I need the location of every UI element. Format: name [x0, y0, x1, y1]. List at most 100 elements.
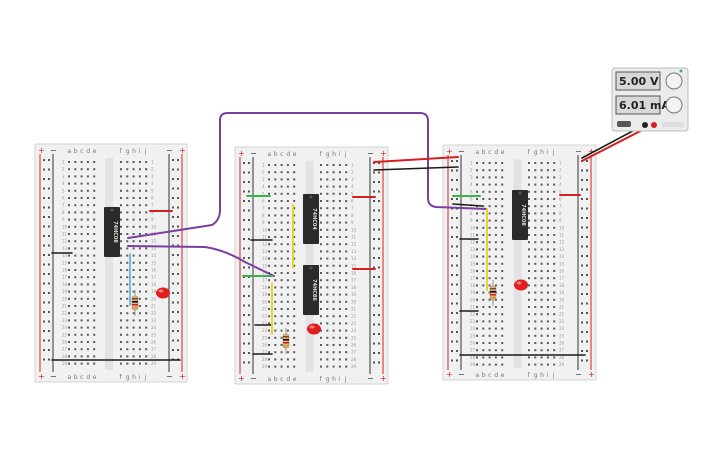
terminal-hole[interactable] — [80, 175, 83, 178]
terminal-hole[interactable] — [546, 284, 549, 287]
terminal-hole[interactable] — [293, 365, 296, 368]
rail-hole[interactable] — [172, 349, 174, 351]
terminal-hole[interactable] — [546, 212, 549, 215]
rail-hole[interactable] — [48, 263, 50, 266]
rail-hole[interactable] — [48, 292, 50, 294]
terminal-hole[interactable] — [553, 241, 556, 244]
terminal-hole[interactable] — [68, 362, 70, 365]
terminal-hole[interactable] — [332, 214, 335, 217]
terminal-hole[interactable] — [74, 312, 77, 315]
terminal-hole[interactable] — [145, 290, 148, 293]
terminal-hole[interactable] — [68, 254, 70, 257]
terminal-hole[interactable] — [138, 197, 141, 199]
terminal-hole[interactable] — [80, 247, 83, 250]
terminal-hole[interactable] — [280, 329, 283, 332]
terminal-hole[interactable] — [494, 212, 497, 215]
terminal-hole[interactable] — [482, 169, 485, 172]
rail-hole[interactable] — [456, 255, 458, 257]
terminal-hole[interactable] — [345, 257, 348, 260]
rail-hole[interactable] — [177, 320, 179, 323]
rail-hole[interactable] — [243, 219, 245, 221]
terminal-hole[interactable] — [338, 171, 341, 174]
terminal-hole[interactable] — [138, 319, 141, 322]
terminal-hole[interactable] — [145, 276, 148, 279]
terminal-hole[interactable] — [482, 306, 485, 308]
terminal-hole[interactable] — [326, 293, 329, 296]
terminal-hole[interactable] — [540, 234, 543, 236]
terminal-hole[interactable] — [274, 200, 277, 202]
terminal-hole[interactable] — [145, 225, 148, 228]
rail-hole[interactable] — [378, 295, 380, 297]
terminal-hole[interactable] — [338, 214, 341, 217]
terminal-hole[interactable] — [126, 319, 129, 322]
rail-hole[interactable] — [456, 179, 458, 181]
terminal-hole[interactable] — [68, 197, 70, 199]
terminal-hole[interactable] — [320, 214, 322, 217]
terminal-hole[interactable] — [120, 189, 122, 192]
rail-hole[interactable] — [451, 312, 453, 314]
rail-hole[interactable] — [456, 160, 458, 162]
terminal-hole[interactable] — [280, 336, 283, 339]
terminal-hole[interactable] — [488, 219, 491, 222]
terminal-hole[interactable] — [286, 257, 289, 260]
terminal-hole[interactable] — [528, 162, 530, 164]
terminal-hole[interactable] — [120, 261, 122, 264]
rail-hole[interactable] — [177, 235, 179, 237]
rail-hole[interactable] — [373, 295, 375, 297]
terminal-hole[interactable] — [293, 329, 296, 332]
terminal-hole[interactable] — [145, 218, 148, 221]
terminal-hole[interactable] — [138, 182, 141, 185]
terminal-hole[interactable] — [540, 356, 543, 359]
terminal-hole[interactable] — [293, 257, 296, 260]
terminal-hole[interactable] — [488, 255, 491, 258]
rail-hole[interactable] — [243, 209, 245, 212]
terminal-hole[interactable] — [326, 308, 329, 310]
rail-hole[interactable] — [177, 263, 179, 266]
terminal-hole[interactable] — [145, 305, 148, 307]
terminal-hole[interactable] — [320, 185, 322, 188]
terminal-hole[interactable] — [145, 269, 148, 271]
rail-hole[interactable] — [451, 302, 453, 305]
terminal-hole[interactable] — [132, 319, 135, 322]
terminal-hole[interactable] — [68, 341, 70, 343]
terminal-hole[interactable] — [132, 290, 135, 293]
terminal-hole[interactable] — [553, 313, 556, 316]
terminal-hole[interactable] — [274, 192, 277, 195]
terminal-hole[interactable] — [80, 362, 83, 365]
terminal-hole[interactable] — [120, 290, 122, 293]
terminal-hole[interactable] — [501, 198, 504, 200]
terminal-hole[interactable] — [494, 313, 497, 316]
terminal-hole[interactable] — [488, 298, 491, 301]
terminal-hole[interactable] — [540, 334, 543, 337]
terminal-hole[interactable] — [268, 221, 270, 224]
rail-hole[interactable] — [248, 295, 250, 297]
terminal-hole[interactable] — [74, 225, 77, 228]
terminal-hole[interactable] — [338, 228, 341, 231]
terminal-hole[interactable] — [540, 162, 543, 164]
rail-hole[interactable] — [43, 225, 45, 228]
terminal-hole[interactable] — [86, 161, 89, 163]
rail-hole[interactable] — [373, 352, 375, 354]
terminal-hole[interactable] — [482, 356, 485, 359]
terminal-hole[interactable] — [293, 315, 296, 318]
terminal-hole[interactable] — [132, 218, 135, 221]
terminal-hole[interactable] — [86, 247, 89, 250]
rail-hole[interactable] — [43, 197, 45, 199]
terminal-hole[interactable] — [540, 291, 543, 294]
terminal-hole[interactable] — [80, 290, 83, 293]
terminal-hole[interactable] — [540, 363, 543, 366]
terminal-hole[interactable] — [494, 205, 497, 208]
terminal-hole[interactable] — [540, 183, 543, 186]
terminal-hole[interactable] — [476, 255, 478, 258]
terminal-hole[interactable] — [86, 175, 89, 178]
rail-hole[interactable] — [172, 254, 174, 256]
terminal-hole[interactable] — [476, 248, 478, 251]
terminal-hole[interactable] — [74, 175, 77, 178]
wire-purple-short[interactable] — [127, 245, 275, 277]
terminal-hole[interactable] — [476, 363, 478, 366]
rail-hole[interactable] — [172, 235, 174, 237]
rail-hole[interactable] — [43, 216, 45, 218]
terminal-hole[interactable] — [80, 333, 83, 336]
terminal-hole[interactable] — [332, 300, 335, 303]
rail-hole[interactable] — [451, 188, 453, 191]
